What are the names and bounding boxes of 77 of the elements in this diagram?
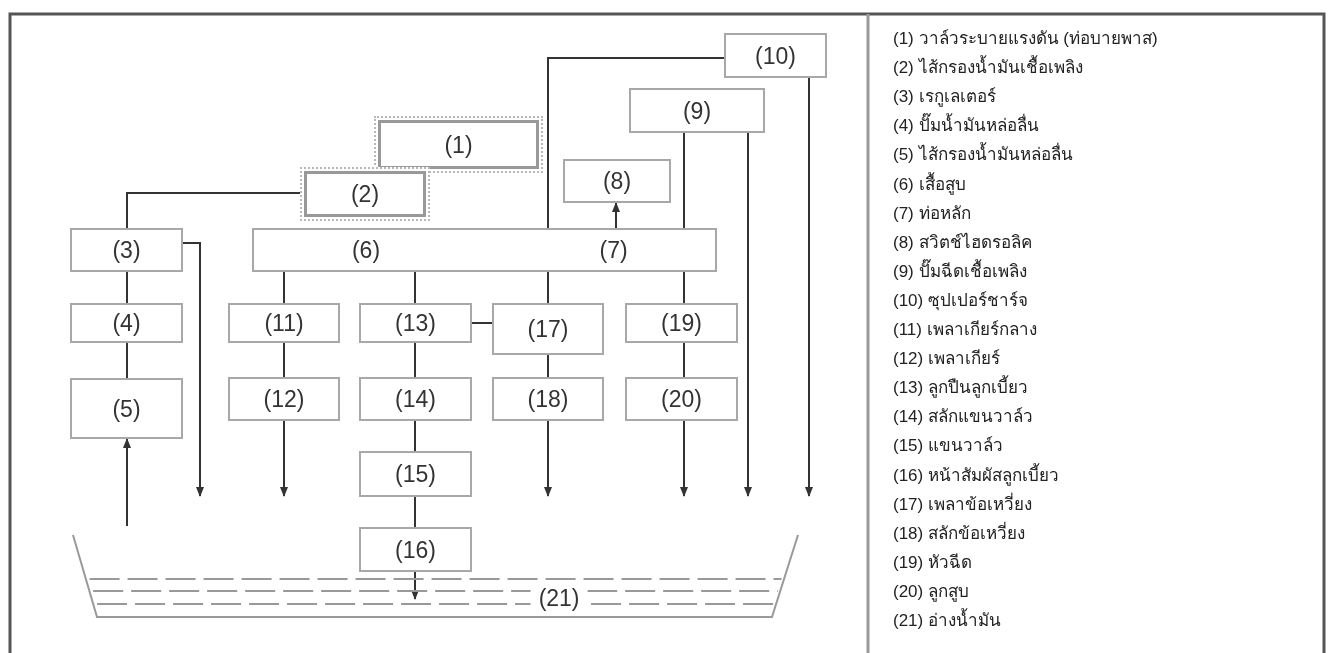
component-box [359,303,472,343]
component-box [359,527,472,572]
key-entry: (19) หัวฉีด [893,553,972,573]
part-number: (11) [264,311,304,335]
connector-line [283,271,285,304]
connector-line [414,342,416,378]
connector-line [547,271,549,304]
component-box [70,228,183,272]
part-number: (5) [112,397,141,420]
part-number: (10) [755,44,796,67]
arrow [805,77,813,497]
part-number: (9) [682,99,712,122]
component-box [70,303,183,343]
connector-line [547,57,725,229]
connector-line [471,322,493,324]
arrow [182,242,204,497]
key-entry: (3) เรกูเลเตอร์ [893,88,996,107]
connector-line [547,354,549,378]
component-box [70,378,183,439]
key-entry: (11) เพลาเกียร์กลาง [893,321,1037,340]
connector-line [683,132,685,229]
part-number: (20) [661,387,702,411]
part-number: (7) [599,238,628,262]
arrow [612,202,620,229]
key-entry: (14) สลักแขนวาล์ว [893,408,1033,427]
arrow [544,420,552,497]
part-number: (18) [527,387,569,411]
part-number: (17) [527,317,569,341]
connector-line [683,271,685,304]
component-box [724,33,827,78]
arrow [280,420,288,497]
part-number: (8) [602,169,632,193]
arrow [680,420,688,497]
connector-line [126,342,128,379]
component-box [228,303,340,343]
component-box [228,377,340,421]
dotted-component-box [300,167,430,221]
arrow [744,132,752,497]
arrow [123,438,131,527]
component-box [492,303,604,355]
component-box [492,377,604,421]
part-number: (6) [351,238,381,262]
part-number: (14) [395,387,436,411]
part-number: (15) [395,462,436,486]
connector-line [414,496,416,528]
component-box [563,159,671,203]
key-entry: (15) แขนวาล์ว [893,437,1003,457]
component-box [252,228,717,272]
part-number: (4) [112,311,141,335]
part-number: (3) [112,238,141,262]
part-number: (2) [350,182,380,206]
part-number: (13) [395,311,436,335]
key-entry: (10) ซุปเปอร์ชาร์จ [893,291,1028,311]
key-entry: (8) สวิตช์ไฮดรอลิค [893,233,1032,253]
key-entry: (12) เพลาเกียร์ [893,350,1000,369]
component-box [359,451,472,497]
arrow [411,571,419,600]
part-number: (12) [263,387,305,411]
component-box [359,377,472,421]
part-number: (16) [395,538,436,561]
part-number: (21) [530,586,588,610]
key-entry: (7) ท่อหลัก [893,204,971,224]
component-box [629,88,765,133]
oil-pan-drawing [72,534,799,620]
component-box [625,377,738,421]
part-number: (19) [661,311,702,335]
connector-line [414,420,416,452]
key-entry: (1) วาล์วระบายแรงดัน (ท่อบายพาส) [893,30,1158,49]
dotted-component-box [374,116,543,173]
component-box [625,303,738,343]
connector-line [126,192,301,229]
connector-line [126,271,128,304]
connector-line [414,271,416,304]
key-entry: (20) ลูกสูบ [893,582,969,602]
connector-line [283,342,285,378]
part-number: (1) [444,133,473,156]
connector-line [683,342,685,378]
